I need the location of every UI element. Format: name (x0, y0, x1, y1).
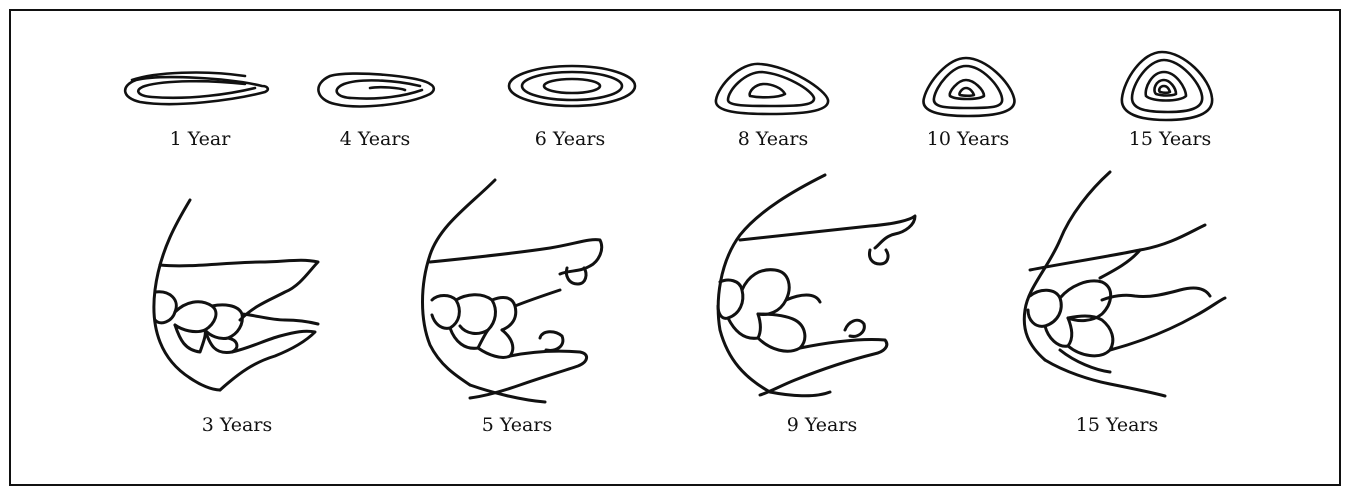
label-5-years: 5 Years (482, 414, 552, 436)
label-8-years: 8 Years (738, 128, 808, 150)
label-1-year: 1 Year (170, 128, 232, 150)
label-6-years: 6 Years (535, 128, 605, 150)
label-10-years: 10 Years (927, 128, 1010, 150)
cross-section-1-year (125, 73, 268, 105)
label-3-years: 3 Years (202, 414, 272, 436)
jaw-drawing-5-years (423, 180, 602, 402)
cross-section-4-years (318, 74, 433, 107)
label-15-years-top: 15 Years (1129, 128, 1212, 150)
jaw-drawing-3-years (154, 200, 318, 390)
cross-section-6-years (509, 66, 635, 106)
label-15-years-bottom: 15 Years (1076, 414, 1159, 436)
label-4-years: 4 Years (340, 128, 410, 150)
label-9-years: 9 Years (787, 414, 857, 436)
jaw-drawing-9-years (718, 175, 915, 396)
cross-section-15-years (1122, 52, 1212, 120)
cross-section-10-years (923, 58, 1014, 116)
jaw-drawing-15-years (1024, 172, 1225, 396)
cross-section-8-years (716, 64, 828, 114)
